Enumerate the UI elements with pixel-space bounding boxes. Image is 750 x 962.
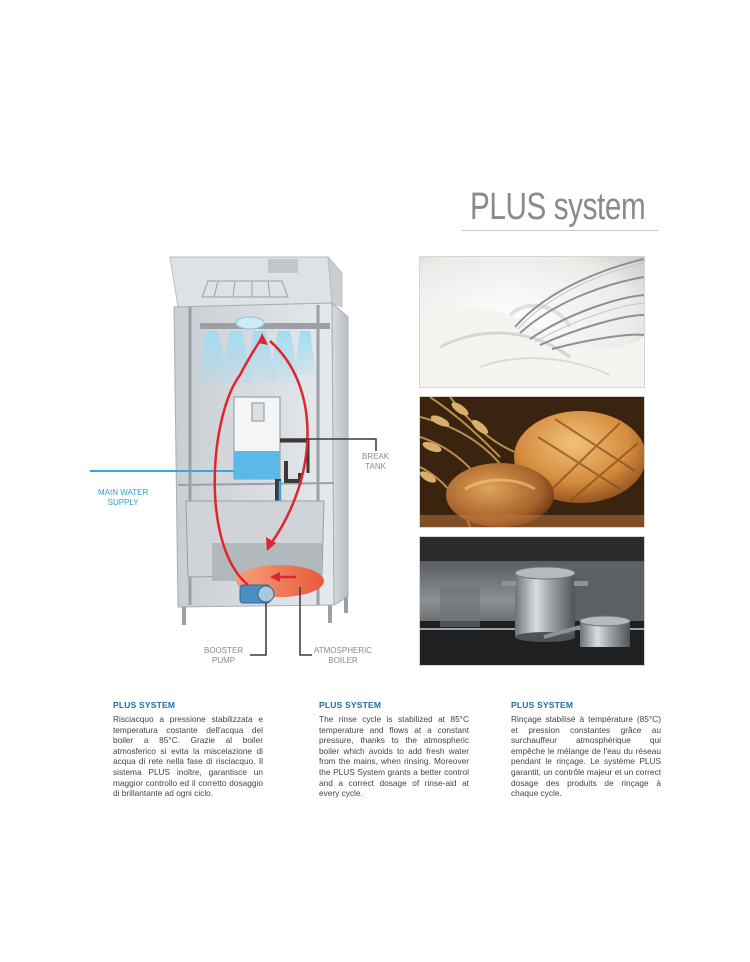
label-booster-line1: BOOSTER	[204, 646, 244, 655]
label-boiler-line1: ATMOSPHERIC	[314, 646, 373, 655]
column-text: Rinçage stabilisé à température (85°C) e…	[511, 714, 661, 799]
column-text: The rinse cycle is stabilized at 85°C te…	[319, 714, 469, 799]
label-atmospheric-boiler: ATMOSPHERIC BOILER	[314, 646, 372, 666]
label-booster-pump: BOOSTER PUMP	[204, 646, 243, 666]
column-heading: PLUS SYSTEM	[319, 700, 382, 710]
steel-pots-image	[420, 537, 644, 665]
label-main-water-supply: MAIN WATER SUPPLY	[98, 488, 148, 508]
photo-whipped-cream	[419, 256, 645, 388]
whipped-cream-image	[420, 257, 644, 387]
label-break-tank-line2: TANK	[365, 462, 386, 471]
label-boiler-line2: BOILER	[328, 656, 358, 665]
label-main-water-line1: MAIN WATER	[98, 488, 149, 497]
label-break-tank-line1: BREAK	[362, 452, 390, 461]
page-title: PLUS system	[470, 186, 646, 228]
label-main-water-line2: SUPPLY	[107, 498, 139, 507]
photo-bread-wheat	[419, 396, 645, 528]
column-text: Risciacquo a pressione stabilizzata e te…	[113, 714, 263, 799]
title-divider	[462, 230, 658, 231]
column-heading: PLUS SYSTEM	[511, 700, 574, 710]
label-break-tank: BREAK TANK	[362, 452, 389, 472]
label-booster-line2: PUMP	[212, 656, 236, 665]
column-italian: PLUS SYSTEM Risciacquo a pressione stabi…	[113, 700, 263, 799]
dishwasher-illustration	[90, 255, 377, 656]
dishwasher-diagram	[90, 245, 410, 675]
column-english: PLUS SYSTEM The rinse cycle is stabilize…	[319, 700, 469, 799]
column-french: PLUS SYSTEM Rinçage stabilisé à températ…	[511, 700, 661, 799]
bread-wheat-image	[420, 397, 644, 527]
column-heading: PLUS SYSTEM	[113, 700, 176, 710]
photo-steel-pots	[419, 536, 645, 666]
